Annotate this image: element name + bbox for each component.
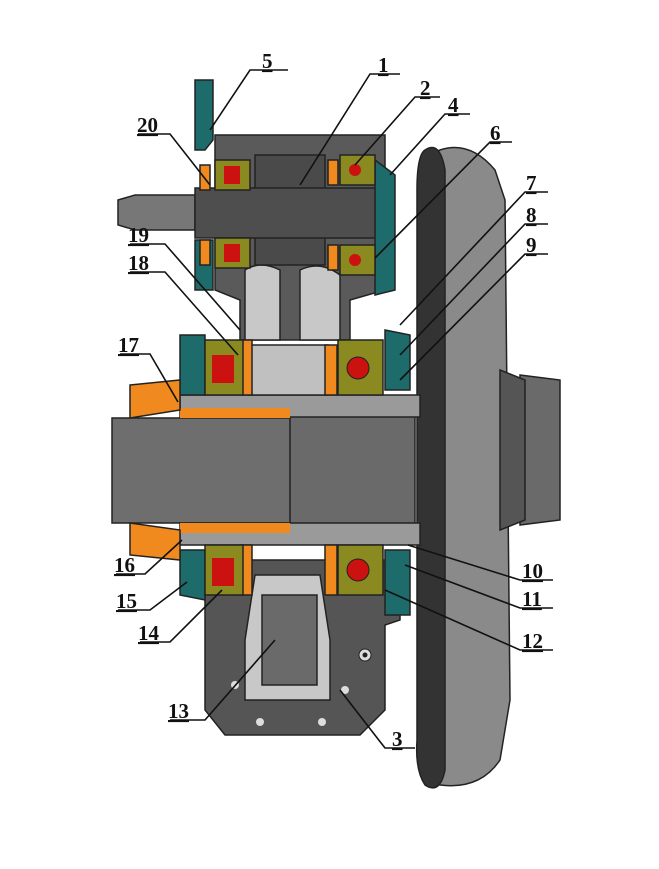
wheel-pulley	[415, 146, 561, 789]
leader-lines	[116, 69, 553, 749]
stub-shaft	[117, 187, 386, 239]
label-2: 2	[420, 76, 431, 100]
label-17: 17	[118, 333, 139, 357]
label-20: 20	[137, 113, 158, 137]
label-13: 13	[168, 699, 189, 723]
main-shaft	[111, 394, 421, 546]
bearings	[204, 154, 384, 596]
label-6: 6	[490, 121, 501, 145]
label-4: 4	[448, 93, 459, 117]
label-1: 1	[378, 53, 389, 77]
label-15: 15	[116, 589, 137, 613]
label-10: 10	[522, 559, 543, 583]
part-labels: 5 1 2 4 20 6 7 8 9 19 18 17 16 15 14 13 …	[114, 49, 543, 751]
label-5: 5	[262, 49, 273, 73]
label-12: 12	[522, 629, 543, 653]
label-14: 14	[138, 621, 160, 645]
label-8: 8	[526, 203, 537, 227]
label-11: 11	[522, 587, 542, 611]
label-9: 9	[526, 233, 537, 257]
label-7: 7	[526, 171, 537, 195]
label-16: 16	[114, 553, 135, 577]
label-19: 19	[128, 223, 149, 247]
label-3: 3	[392, 727, 403, 751]
label-18: 18	[128, 251, 149, 275]
